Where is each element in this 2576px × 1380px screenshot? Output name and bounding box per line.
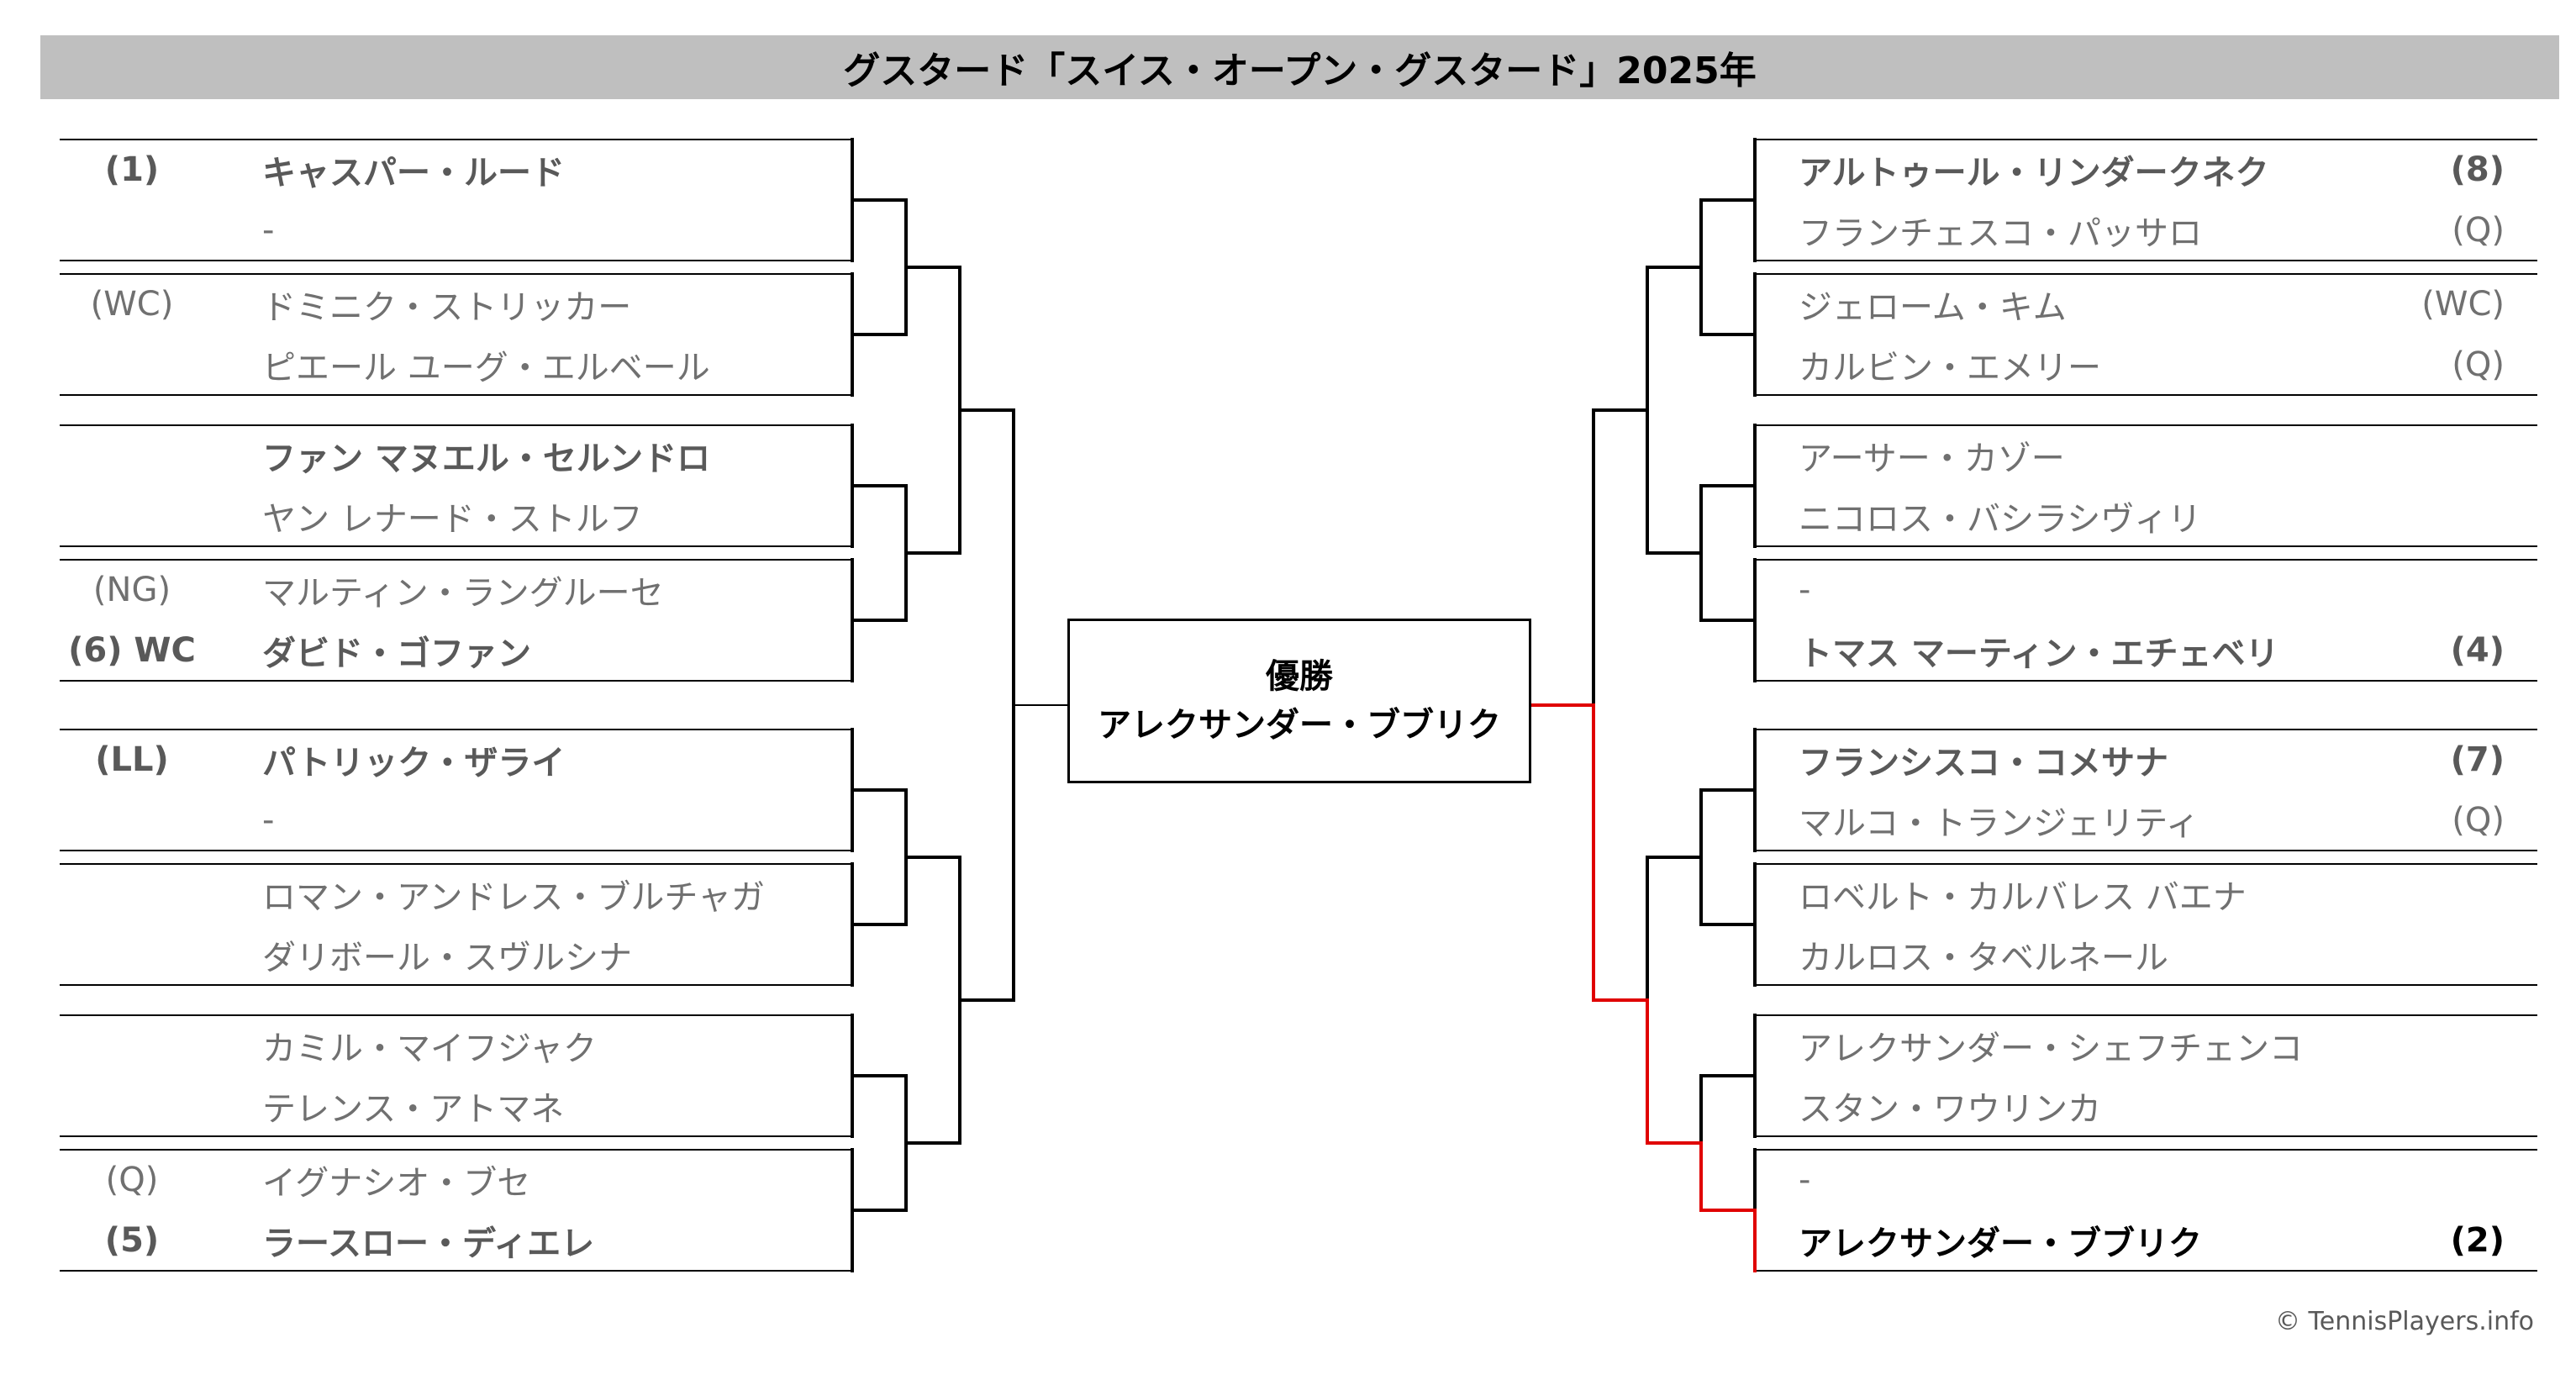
player-seed: (Q) <box>2452 211 2505 250</box>
player-row: (2) アレクサンダー・ブブリク <box>1799 1210 2505 1271</box>
player-row: ダリボール・スヴルシナ <box>61 924 842 985</box>
player-seed: (LL) <box>95 740 169 779</box>
player-name: - <box>262 801 275 840</box>
player-name: ニコロス・バシラシヴィリ <box>1799 500 2202 539</box>
player-name: パトリック・ザライ <box>262 744 566 782</box>
player-seed: (7) <box>2450 740 2505 779</box>
player-row: ニコロス・バシラシヴィリ <box>1799 486 2505 546</box>
player-seed: (2) <box>2450 1221 2505 1260</box>
player-name: アレクサンダー・シェフチェンコ <box>1799 1030 2303 1068</box>
player-name: - <box>1799 1161 1811 1199</box>
player-row: (Q) フランチェスコ・パッサロ <box>1799 200 2505 261</box>
player-seed: (WC) <box>2421 285 2505 324</box>
player-seed: (1) <box>104 150 160 189</box>
player-row: スタン・ワウリンカ <box>1799 1076 2505 1136</box>
player-row: ファン マヌエル・セルンドロ <box>61 425 842 486</box>
player-name: ファン マヌエル・セルンドロ <box>262 440 711 478</box>
player-name: フランチェスコ・パッサロ <box>1799 214 2202 253</box>
champion-name: アレクサンダー・ブブリク <box>1098 706 1501 745</box>
player-seed: (5) <box>104 1221 160 1260</box>
player-row: - <box>61 790 842 851</box>
player-row: ロベルト・カルバレス バエナ <box>1799 864 2505 924</box>
player-row: (WC) ジェローム・キム <box>1799 274 2505 334</box>
player-row: (6) WC ダビド・ゴファン <box>61 620 842 681</box>
player-name: ジェローム・キム <box>1799 288 2067 327</box>
champion-label: 優勝 <box>1266 657 1333 696</box>
player-seed: (4) <box>2450 631 2505 670</box>
player-name: ダリボール・スヴルシナ <box>262 939 632 977</box>
champion-box: 優勝 アレクサンダー・ブブリク <box>1067 619 1531 783</box>
player-name: ドミニク・ストリッカー <box>262 288 632 327</box>
player-row: (1) キャスパー・ルード <box>61 140 842 200</box>
player-row: (LL) パトリック・ザライ <box>61 730 842 790</box>
player-row: - <box>1799 1150 2505 1210</box>
player-name: ロベルト・カルバレス バエナ <box>1799 878 2247 917</box>
player-name: - <box>1799 571 1811 609</box>
title-bar: グスタード「スイス・オープン・グスタード」2025年 <box>40 35 2559 99</box>
player-row: (Q) マルコ・トランジェリティ <box>1799 790 2505 851</box>
player-row: (Q) イグナシオ・ブセ <box>61 1150 842 1210</box>
player-row: (NG) マルティン・ラングルーセ <box>61 560 842 620</box>
player-row: (8) アルトゥール・リンダークネク <box>1799 140 2505 200</box>
player-name: カミル・マイフジャク <box>262 1030 597 1068</box>
player-name: ダビド・ゴファン <box>262 635 531 673</box>
player-row: カルロス・タベルネール <box>1799 924 2505 985</box>
player-name: カルロス・タベルネール <box>1799 939 2168 977</box>
player-row: ピエール ユーグ・エルベール <box>61 334 842 395</box>
player-seed: (Q) <box>105 1161 159 1199</box>
player-name: スタン・ワウリンカ <box>1799 1090 2101 1129</box>
player-row: ロマン・アンドレス・ブルチャガ <box>61 864 842 924</box>
page-title: グスタード「スイス・オープン・グスタード」2025年 <box>843 50 1757 92</box>
player-seed: (8) <box>2450 150 2505 189</box>
player-name: マルコ・トランジェリティ <box>1799 804 2199 843</box>
copyright-text: © TennisPlayers.info <box>2275 1307 2534 1336</box>
player-name: フランシスコ・コメサナ <box>1799 744 2168 782</box>
player-name: - <box>262 211 275 250</box>
player-name: イグナシオ・ブセ <box>262 1164 531 1203</box>
player-row: テレンス・アトマネ <box>61 1076 842 1136</box>
player-row: - <box>1799 560 2505 620</box>
player-row: (Q) カルビン・エメリー <box>1799 334 2505 395</box>
player-seed: (NG) <box>92 571 171 609</box>
player-row: カミル・マイフジャク <box>61 1015 842 1076</box>
player-row: - <box>61 200 842 261</box>
player-row: (4) トマス マーティン・エチェベリ <box>1799 620 2505 681</box>
player-name: カルビン・エメリー <box>1799 349 2101 387</box>
player-row: アレクサンダー・シェフチェンコ <box>1799 1015 2505 1076</box>
player-name: アーサー・カゾー <box>1799 440 2065 478</box>
player-name: ロマン・アンドレス・ブルチャガ <box>262 878 765 917</box>
player-seed: (Q) <box>2452 801 2505 840</box>
player-name: トマス マーティン・エチェベリ <box>1799 635 2279 673</box>
player-row: アーサー・カゾー <box>1799 425 2505 486</box>
player-seed: (Q) <box>2452 345 2505 384</box>
player-row: ヤン レナード・ストルフ <box>61 486 842 546</box>
player-name: マルティン・ラングルーセ <box>262 574 664 613</box>
player-seed: (WC) <box>90 285 174 324</box>
player-row: (WC) ドミニク・ストリッカー <box>61 274 842 334</box>
player-name: ピエール ユーグ・エルベール <box>262 349 710 387</box>
player-row: (7) フランシスコ・コメサナ <box>1799 730 2505 790</box>
player-name: ヤン レナード・ストルフ <box>262 500 643 539</box>
player-name: テレンス・アトマネ <box>262 1090 565 1129</box>
player-seed: (6) WC <box>68 631 196 670</box>
player-name: キャスパー・ルード <box>262 154 565 192</box>
player-row: (5) ラースロー・ディエレ <box>61 1210 842 1271</box>
player-name: ラースロー・ディエレ <box>262 1225 595 1263</box>
player-name: アレクサンダー・ブブリク <box>1799 1225 2202 1263</box>
player-name: アルトゥール・リンダークネク <box>1799 154 2269 192</box>
